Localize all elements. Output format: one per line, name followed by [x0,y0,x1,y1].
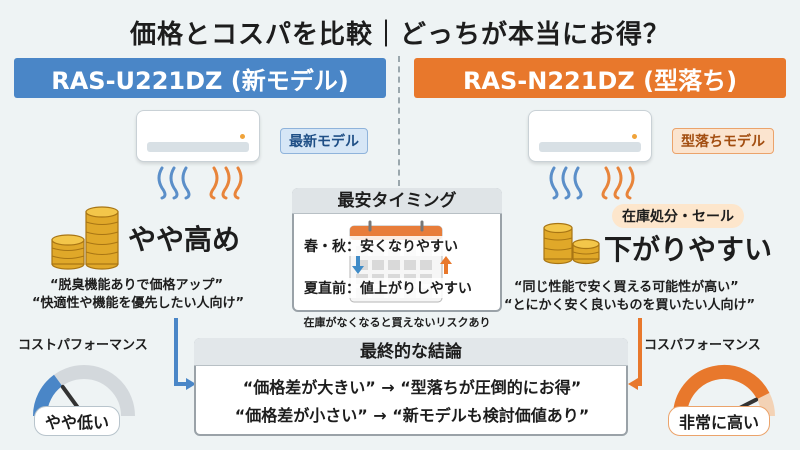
cost-performance-label: コスパフォーマンス [644,338,761,353]
arrow-down-icon [352,256,364,274]
price-level-text: やや高め [128,223,241,256]
feature-quote: “快適性や機能を優先したい人向け” [32,296,245,311]
model-header-old: RAS-N221DZ (型落ち) [414,58,786,98]
coin-stack-icon [543,222,600,265]
feature-quote: “同じ性能で安く買える可能性が高い” [514,280,739,295]
latest-model-badge: 最新モデル [280,128,368,154]
arrow-up-icon [440,256,452,274]
feature-quote: “とにかく安く良いものを買いたい人向け” [504,298,756,313]
page-title: 価格とコスパを比較｜どっちが本当にお得？ [129,20,670,50]
stock-risk-note: 在庫がなくなると買えないリスクあり [303,316,491,329]
airflow-icon [549,166,635,200]
air-conditioner-icon [528,110,652,162]
cost-performance-label: コストパフォーマンス [18,338,148,353]
air-conditioner-icon [136,110,260,162]
model-header-new: RAS-U221DZ (新モデル) [14,58,386,98]
timing-expensive-season: 夏直前：値上がりしやすい [302,278,474,298]
center-divider [398,56,400,186]
sale-badge: 在庫処分・セール [612,204,744,228]
cost-performance-value: 非常に高い [668,406,771,436]
conclusion-line: “価格差が大きい” → “型落ちが圧倒的にお得” [242,378,582,397]
coin-stack-icon [51,206,119,270]
cost-performance-value: やや低い [34,406,121,436]
price-level-text: 下がりやすい [604,233,773,266]
timing-cheap-season: 春・秋：安くなりやすい [302,236,460,256]
conclusion-line: “価格差が小さい” → “新モデルも検討価値あり” [234,406,590,425]
previous-model-badge: 型落ちモデル [672,128,774,154]
conclusion-title: 最終的な結論 [194,338,628,366]
airflow-icon [157,166,243,200]
timing-title: 最安タイミング [292,188,502,214]
feature-quote: “脱臭機能ありで価格アップ” [50,278,224,293]
